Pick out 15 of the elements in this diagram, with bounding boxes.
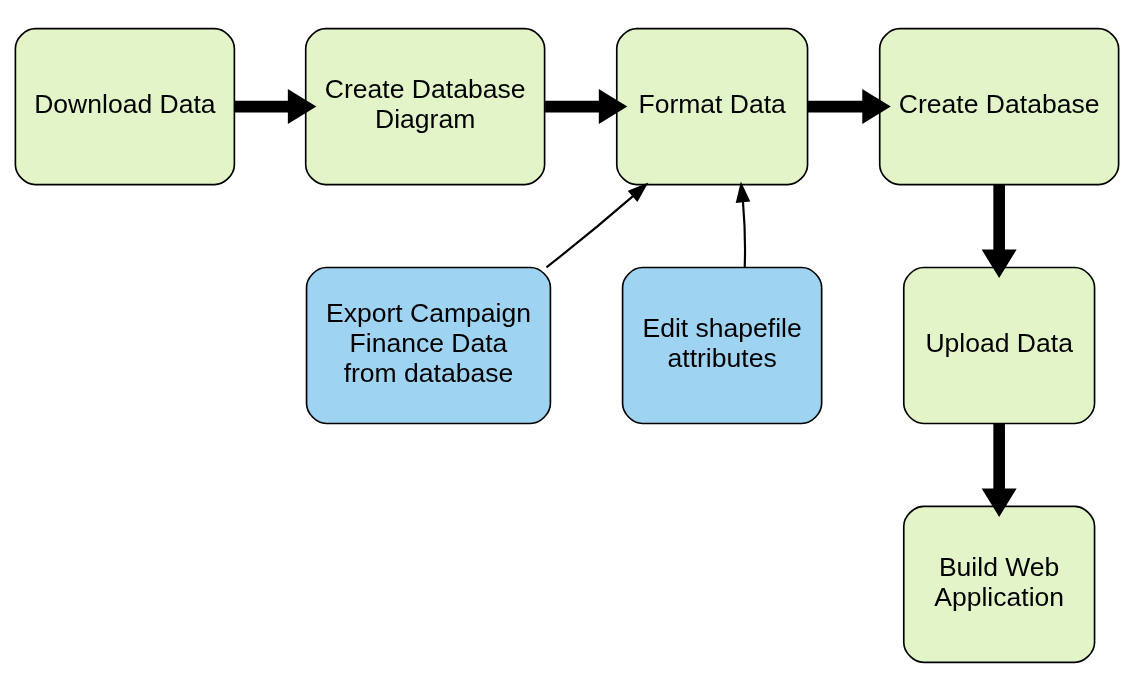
arrow [545, 182, 649, 269]
arrow [234, 89, 317, 125]
node-box: Export Campaign Finance Data from database [305, 266, 552, 425]
node-box: Create Database [878, 27, 1120, 186]
node-box: Format Data [615, 27, 809, 186]
node-box: Build Web Application [902, 505, 1096, 664]
arrow [808, 89, 891, 125]
arrow [545, 89, 628, 125]
node-box: Create Database Diagram [304, 27, 546, 186]
arrow [735, 181, 751, 267]
node-box: Download Data [14, 27, 236, 186]
arrow [981, 423, 1017, 517]
node-box: Edit shapefile attributes [621, 266, 823, 425]
arrow [981, 184, 1017, 279]
node-box: Upload Data [902, 266, 1096, 425]
